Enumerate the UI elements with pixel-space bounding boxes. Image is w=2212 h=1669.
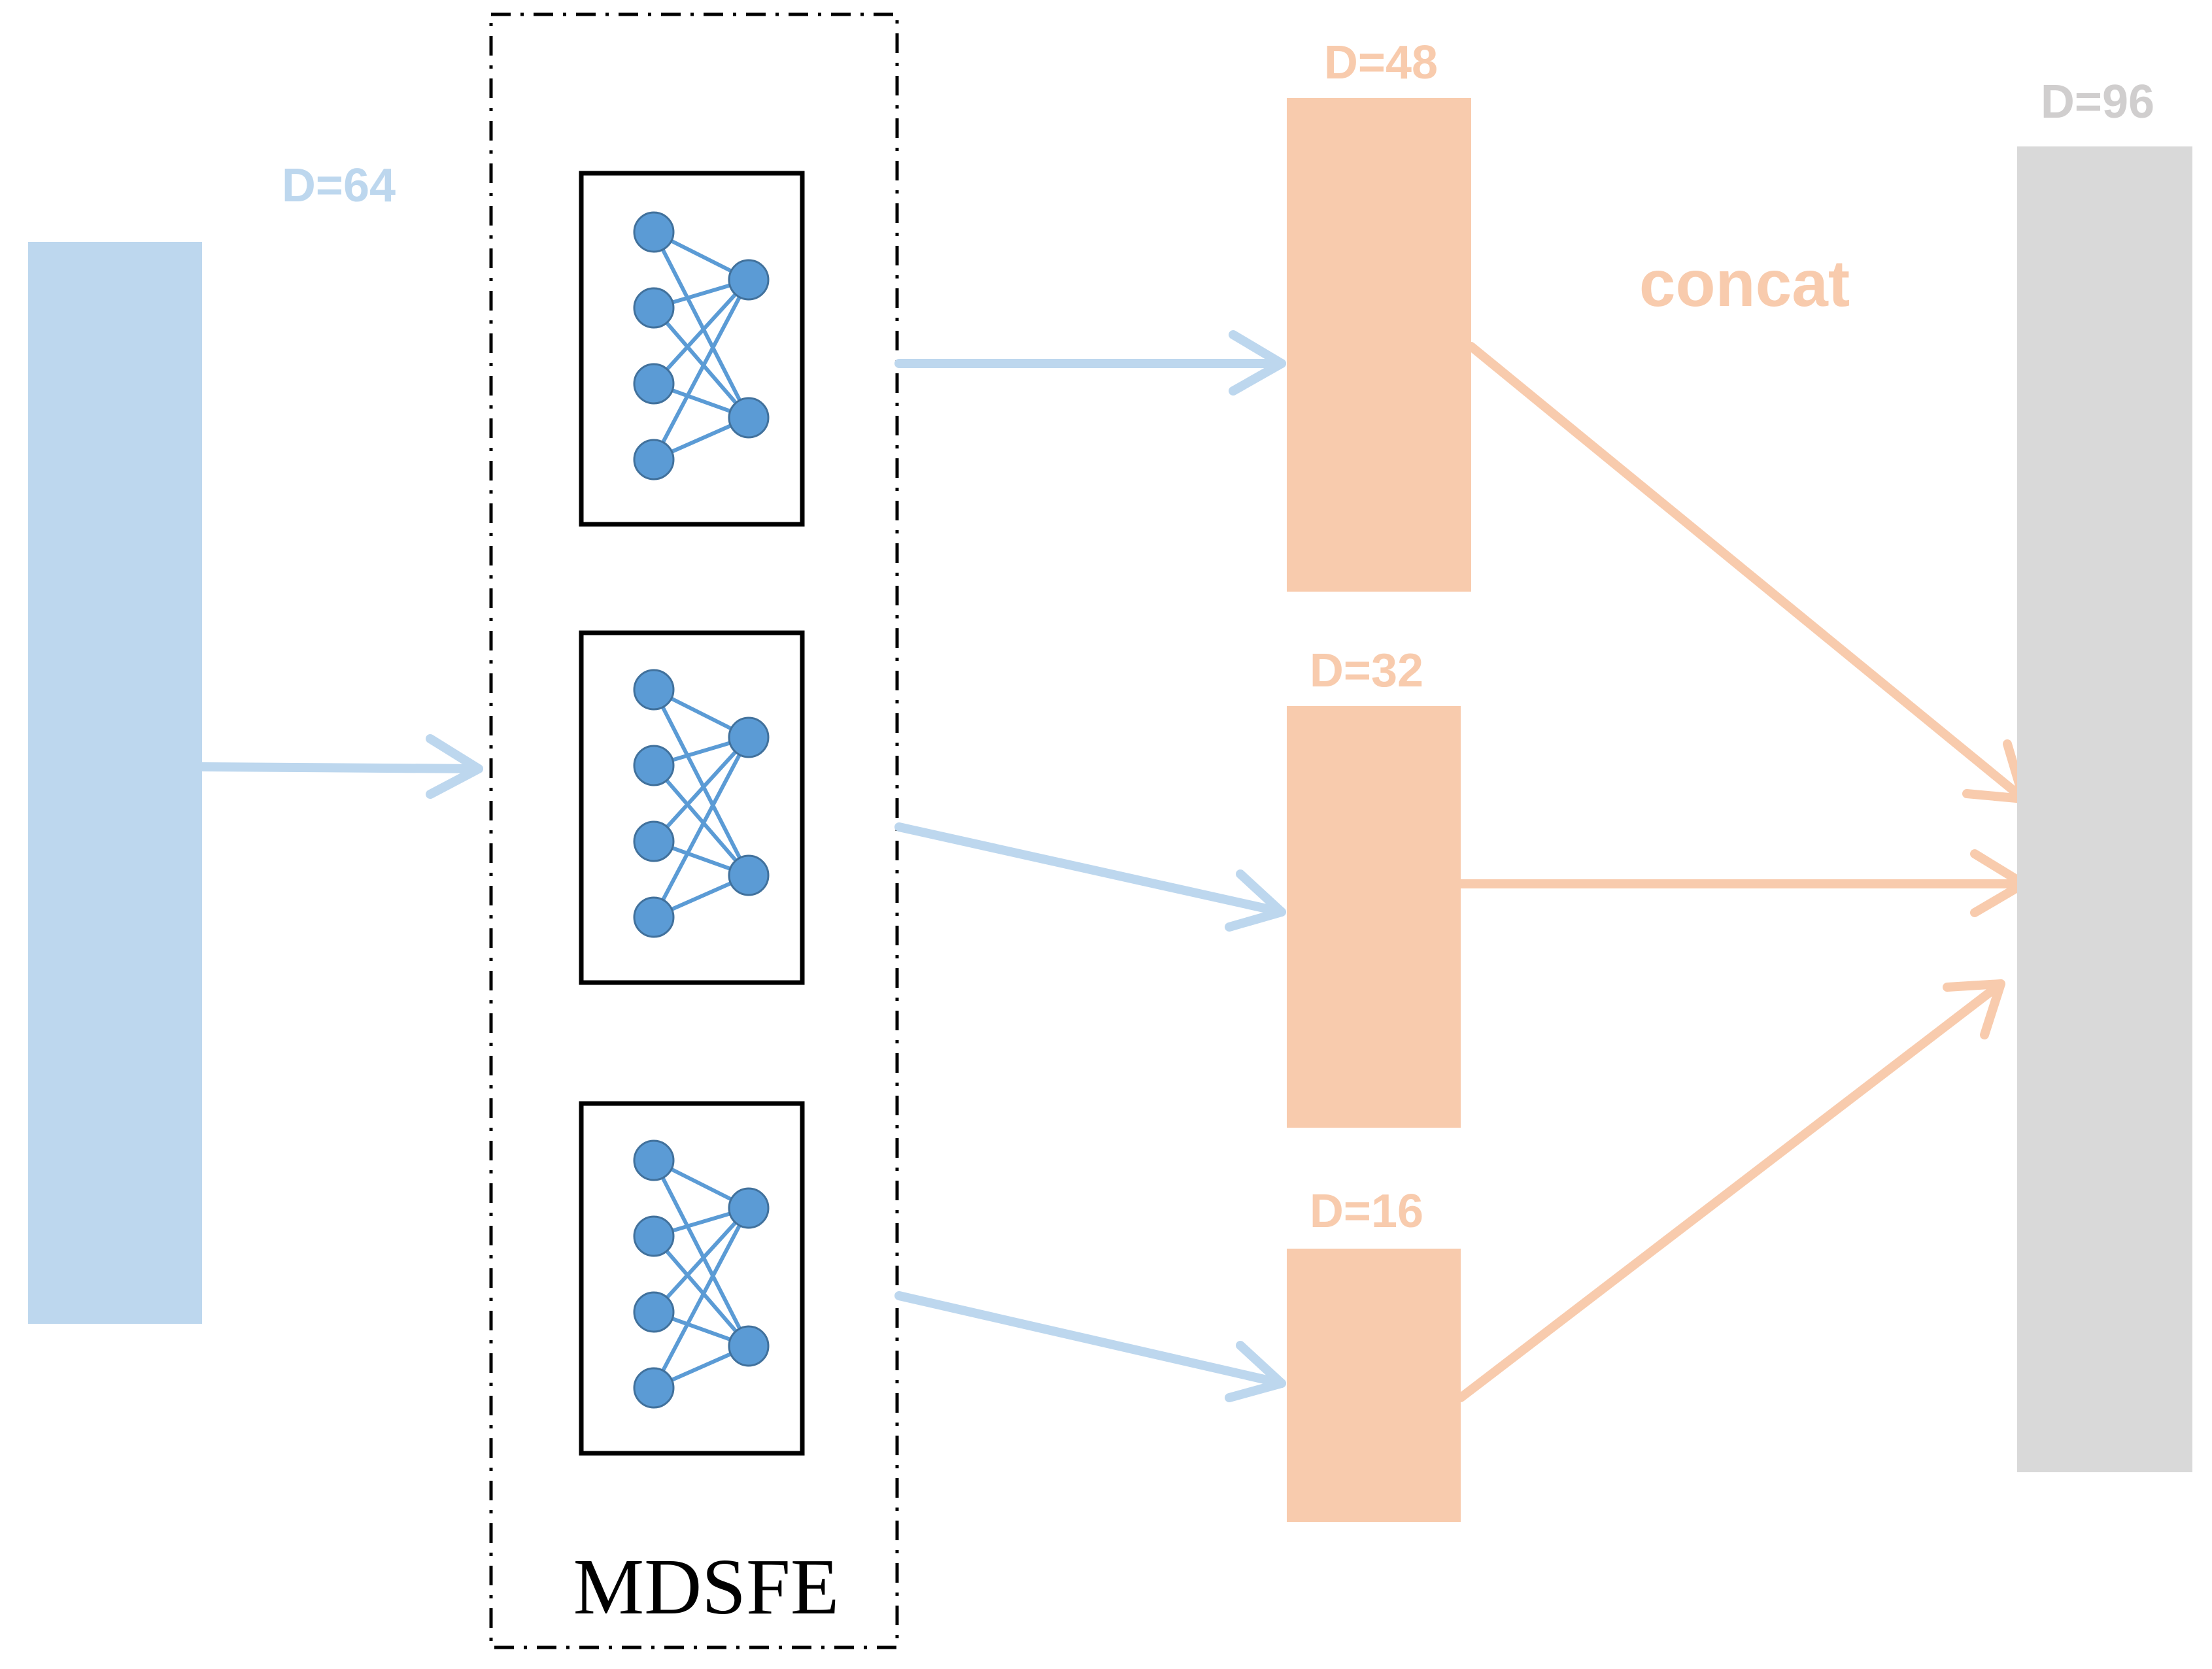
feature-extractor-3 bbox=[579, 1101, 805, 1456]
concat-arrow-3 bbox=[1456, 979, 2005, 1402]
concat-operation-label: concat bbox=[1639, 247, 1850, 320]
branch-dimension-label-3: D=16 bbox=[1310, 1185, 1423, 1238]
branch-block-3 bbox=[1287, 1249, 1461, 1522]
branch-arrow-2 bbox=[894, 822, 1286, 932]
branch-arrow-3 bbox=[894, 1291, 1286, 1402]
concat-output-block bbox=[2017, 146, 2192, 1472]
input-dimension-label: D=64 bbox=[282, 160, 396, 212]
branch-dimension-label-2: D=32 bbox=[1310, 645, 1423, 697]
concat-arrow-1 bbox=[1467, 342, 2028, 803]
branch-block-1 bbox=[1287, 98, 1471, 592]
feature-extractor-1 bbox=[579, 171, 805, 527]
extractor-box-1 bbox=[579, 171, 805, 527]
branch-block-2 bbox=[1287, 706, 1461, 1128]
branch-arrow-1 bbox=[894, 330, 1286, 396]
mdsfe-module-label: MDSFE bbox=[573, 1543, 840, 1631]
input-feature-block bbox=[28, 242, 202, 1324]
concat-dimension-label: D=96 bbox=[2041, 76, 2154, 128]
branch-dimension-label-1: D=48 bbox=[1324, 37, 1438, 89]
feature-extractor-2 bbox=[579, 630, 805, 985]
input-to-module-arrow bbox=[197, 734, 483, 799]
concat-arrow-2 bbox=[1456, 849, 2028, 917]
